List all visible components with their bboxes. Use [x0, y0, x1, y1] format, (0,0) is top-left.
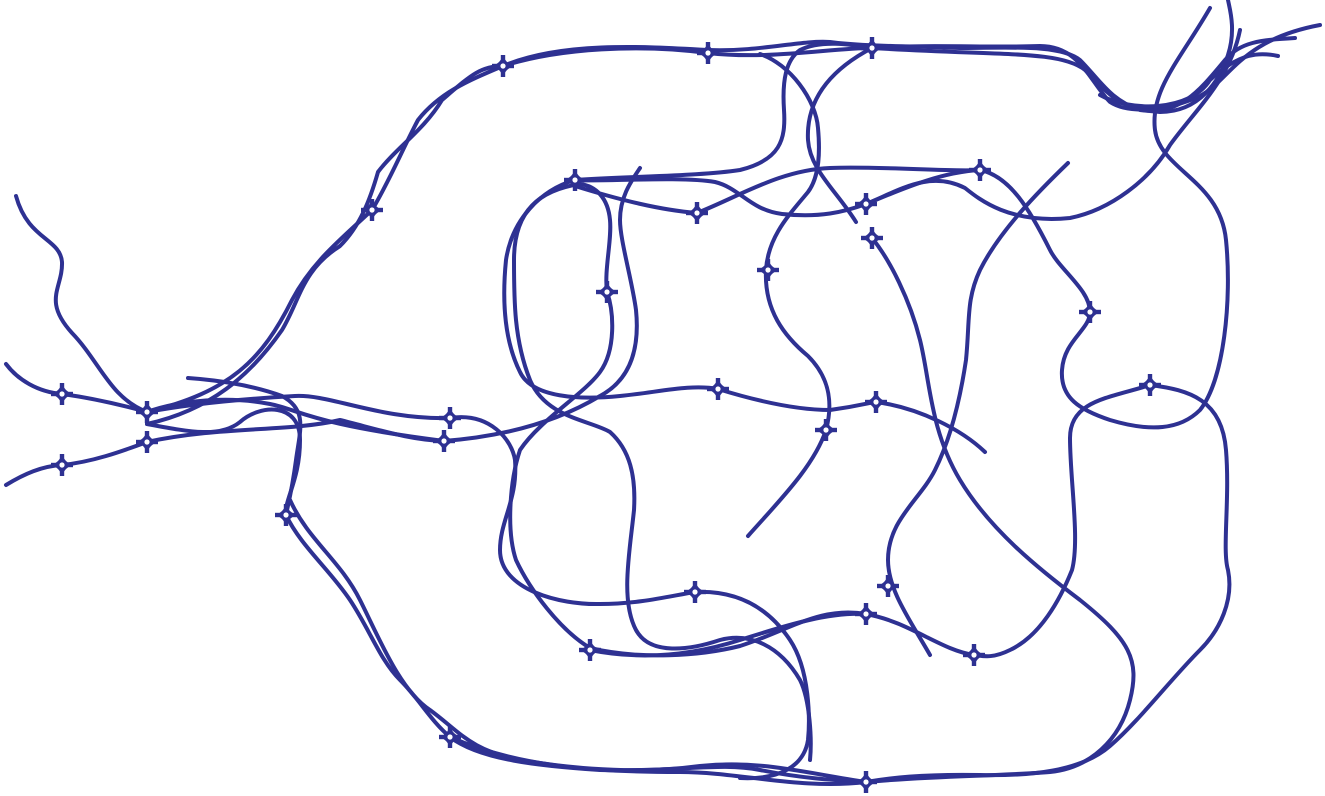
junction-cross-icon: [707, 378, 729, 400]
junction-cross-icon: [855, 193, 877, 215]
network-strand: [6, 442, 147, 485]
junction-cross-icon: [815, 419, 837, 441]
junction-cross-icon: [686, 202, 708, 224]
junction-cross-icon: [757, 259, 779, 281]
junction-cross-icon: [1079, 301, 1101, 323]
network-strand: [866, 385, 1229, 782]
junction-cross-icon: [684, 581, 706, 603]
network-strand: [147, 38, 1295, 424]
network-lines: [6, 0, 1320, 784]
network-nodes: [51, 37, 1161, 793]
junction-cross-icon: [136, 401, 158, 423]
junction-cross-icon: [492, 55, 514, 77]
junction-cross-icon: [596, 281, 618, 303]
junction-cross-icon: [697, 42, 719, 64]
network-strand: [6, 364, 147, 412]
junction-cross-icon: [51, 454, 73, 476]
network-strand: [147, 410, 300, 515]
junction-cross-icon: [439, 407, 461, 429]
junction-cross-icon: [861, 37, 883, 59]
network-strand: [286, 515, 866, 782]
junction-cross-icon: [136, 431, 158, 453]
junction-cross-icon: [969, 159, 991, 181]
network-strand: [147, 25, 1320, 412]
network-strand: [450, 238, 1133, 784]
junction-cross-icon: [51, 383, 73, 405]
network-strand: [575, 44, 872, 180]
network-strand: [748, 54, 829, 536]
junction-cross-icon: [963, 644, 985, 666]
junction-cross-icon: [855, 771, 877, 793]
network-strand: [1100, 54, 1278, 106]
junction-cross-icon: [433, 430, 455, 452]
network-strand: [16, 196, 147, 412]
network-strand: [974, 385, 1150, 656]
junction-cross-icon: [865, 391, 887, 413]
junction-cross-icon: [855, 603, 877, 625]
junction-cross-icon: [1139, 374, 1161, 396]
